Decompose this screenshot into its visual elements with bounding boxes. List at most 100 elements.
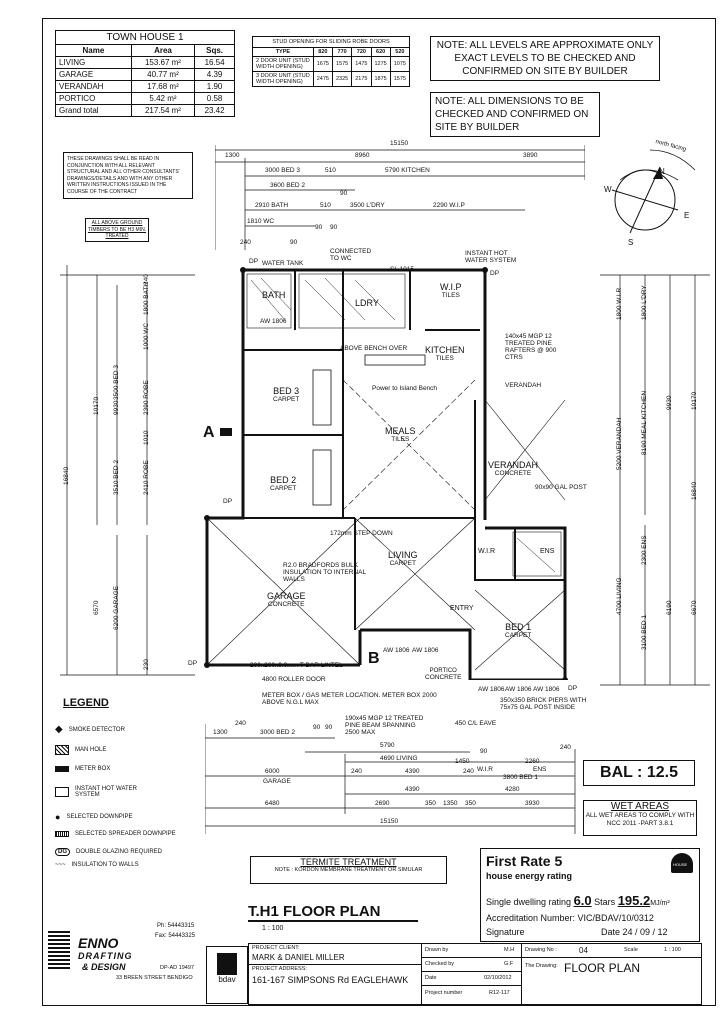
legend-item-insulation: ~~~INSULATION TO WALLS bbox=[55, 862, 139, 868]
right-dim-6190: 6190 bbox=[666, 600, 673, 615]
date-label: Date bbox=[425, 975, 437, 981]
energy-rating-value: 6.0 bbox=[573, 893, 592, 908]
top-dim-kitchen: 5790 KITCHEN bbox=[385, 167, 430, 174]
bot-dim-garage: GARAGE bbox=[263, 778, 291, 785]
energy-rating-line: Single dwelling rating 6.0 Stars 195.2MJ… bbox=[486, 893, 670, 908]
left-dim-overall: 16840 bbox=[63, 466, 70, 485]
label-gal-post: 90x90 GAL POST bbox=[535, 484, 587, 491]
termite-box: TERMITE TREATMENT NOTE : KORDON MEMBRANE… bbox=[250, 856, 447, 884]
bdav-logo: bdav bbox=[206, 946, 248, 1004]
stud-table-header-3: 720 bbox=[351, 47, 372, 57]
right-dim-overall: 16840 bbox=[691, 481, 698, 500]
note-drawings-read: THESE DRAWINGS SHALL BE READ IN CONJUNCT… bbox=[63, 152, 193, 199]
dp-label-2: DP bbox=[490, 270, 500, 277]
label-beam: 190x45 MGP 12 TREATED PINE BEAM SPANNING… bbox=[345, 715, 424, 736]
area-table-cell: 17.68 m² bbox=[130, 80, 196, 93]
label-roller-door: 4800 ROLLER DOOR bbox=[262, 676, 326, 683]
stud-table-cell: 1075 bbox=[389, 56, 411, 72]
bot-dim-5790: 5790 bbox=[380, 742, 395, 749]
wet-areas-title: WET AREAS bbox=[610, 801, 670, 812]
title-block-hline-2 bbox=[421, 971, 521, 972]
stud-table-cell: 1275 bbox=[370, 56, 391, 72]
energy-signature: Signature bbox=[486, 927, 525, 937]
left-dimensions: 16840 10170 9930 1800 BATH 1000 WC 3500 … bbox=[55, 265, 195, 685]
title-block-hline-1 bbox=[421, 957, 701, 958]
energy-date: Date 24 / 09 / 12 bbox=[601, 927, 668, 937]
bot-dim-6000: 6000 bbox=[265, 768, 280, 775]
bot-dim-overall: 15150 bbox=[380, 818, 399, 825]
label-lintel: 200x200x9.0mm T-BAR LINTEL bbox=[250, 662, 343, 669]
stud-table-cell: 1475 bbox=[351, 56, 372, 72]
scale-value: 1 : 100 bbox=[664, 947, 681, 953]
area-table-header-1: Area bbox=[130, 44, 196, 57]
top-dim-wip: 2290 W.I.P bbox=[433, 202, 465, 209]
area-table-cell: VERANDAH bbox=[55, 80, 132, 93]
label-bulk-ins: R2.0 BRADFORDS BULK INSULATION TO INTERN… bbox=[283, 562, 366, 583]
top-dim-90b: 90 bbox=[315, 224, 323, 231]
manhole-icon bbox=[55, 745, 69, 755]
company-name-1: ENNO bbox=[78, 935, 119, 951]
company-address: 33 BREEN STREET BENDIGO bbox=[116, 975, 193, 981]
client-label: PROJECT CLIENT: bbox=[252, 945, 300, 951]
right-dim-lines bbox=[600, 274, 710, 686]
legend-title: LEGEND bbox=[63, 697, 109, 709]
legend-item-meter: METER BOX bbox=[55, 766, 110, 772]
left-dim-6570: 6570 bbox=[93, 600, 100, 615]
bot-dim-bed1: 3800 BED 1 bbox=[503, 774, 539, 781]
bot-dim-6480: 6480 bbox=[265, 800, 280, 807]
top-dim-overall: 15150 bbox=[390, 140, 409, 147]
stud-table-header-5: 520 bbox=[389, 47, 411, 57]
left-dim-lines bbox=[60, 265, 195, 676]
stud-table-cell: 3 DOOR UNIT (STUD WIDTH OPENING) bbox=[252, 71, 314, 87]
stud-table-header-0: TYPE bbox=[252, 47, 314, 57]
top-dim-wc: 1810 WC bbox=[247, 218, 275, 225]
top-dim-bath: 2910 BATH bbox=[255, 202, 289, 209]
date-value: 02/10/2012 bbox=[484, 975, 512, 981]
stud-table-cell: 1675 bbox=[312, 56, 334, 72]
label-connected-wc: CONNECTED TO WC bbox=[330, 248, 372, 262]
company-name-2: DRAFTING bbox=[78, 951, 133, 961]
area-table-cell: 0.58 bbox=[194, 92, 235, 105]
bot-dim-1350: 1350 bbox=[443, 800, 458, 807]
double-glazing-icon: DG bbox=[55, 848, 70, 856]
area-table-cell: 5.42 m² bbox=[130, 92, 196, 105]
bot-dim-90c: 90 bbox=[480, 748, 488, 755]
right-dimensions: 1800 W.I.R 1800 L'DRY 8190 MEAL KITCHEN … bbox=[600, 270, 710, 690]
company-logo-icon bbox=[48, 929, 70, 969]
stud-table-cell: 2 DOOR UNIT (STUD WIDTH OPENING) bbox=[252, 56, 314, 72]
label-step: 172mm STEP DOWN bbox=[330, 530, 393, 537]
area-table-cell: GARAGE bbox=[55, 68, 132, 81]
stud-table-header-2: 770 bbox=[331, 47, 353, 57]
label-aw1: AW 1806 bbox=[383, 647, 410, 654]
company-block: Ph: 54443315 Fax: 54443325 ENNO DRAFTING… bbox=[42, 915, 200, 1005]
bal-rating: BAL : 12.5 bbox=[583, 760, 695, 786]
room-wir: W.I.R bbox=[478, 548, 496, 555]
label-island: Power to Island Bench bbox=[372, 385, 438, 392]
stud-table-header-1: 820 bbox=[312, 47, 334, 57]
label-water-tank: WATER TANK bbox=[262, 260, 304, 267]
bot-dim-90a: 90 bbox=[313, 724, 321, 731]
bot-dim-240a: 240 bbox=[235, 720, 246, 727]
stud-table-cell: 2325 bbox=[331, 71, 353, 87]
bdav-logo-icon bbox=[217, 953, 237, 975]
meter-box-icon bbox=[55, 766, 69, 772]
bot-dim-2260: 2260 bbox=[525, 758, 540, 765]
label-aw4: AW 1806 bbox=[505, 686, 532, 693]
section-a-line bbox=[220, 428, 232, 436]
company-dp: DP-AD 19497 bbox=[160, 965, 194, 971]
hot-water-icon bbox=[55, 787, 69, 797]
bot-dim-bed2: 3000 BED 2 bbox=[260, 729, 296, 736]
bot-dim-90b: 90 bbox=[325, 724, 333, 731]
company-fax: Fax: 54443325 bbox=[155, 933, 196, 939]
compass-east: E bbox=[684, 211, 690, 220]
title-block: PROJECT CLIENT: MARK & DANIEL MILLER PRO… bbox=[248, 943, 702, 1005]
title-block-vline-2 bbox=[521, 944, 522, 1004]
